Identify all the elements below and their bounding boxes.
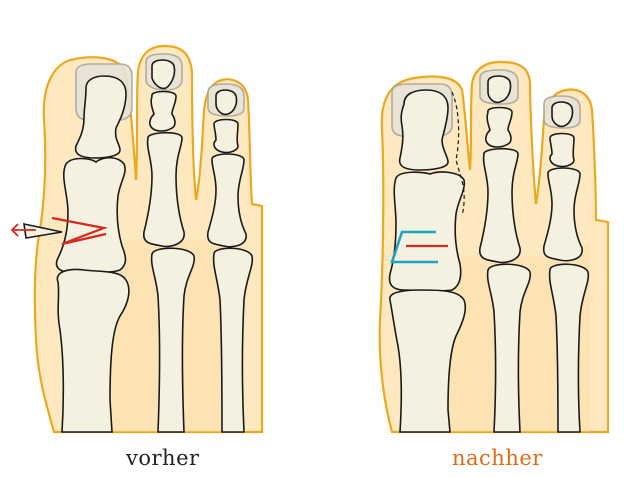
caption-before: vorher xyxy=(126,446,200,470)
third-toe-proximal-after xyxy=(542,167,583,262)
second-toe-distal xyxy=(151,59,176,90)
second-toe-proximal xyxy=(142,131,185,248)
second-toe-middle xyxy=(149,90,177,132)
second-toe-distal-after xyxy=(487,75,512,104)
third-metatarsal-after xyxy=(548,263,590,433)
proximal-phalanx-big-toe xyxy=(55,156,127,274)
second-toe-before xyxy=(142,53,196,433)
second-metatarsal-after xyxy=(486,263,532,433)
big-toe-before xyxy=(55,63,133,433)
second-metatarsal-before xyxy=(150,247,196,433)
osteotomy-cut-line xyxy=(51,216,109,246)
third-toe-distal-after xyxy=(551,101,574,128)
distal-phalanx-big-toe-after xyxy=(398,89,449,171)
distal-phalanx-big-toe xyxy=(74,75,127,159)
third-toe-proximal xyxy=(206,153,247,248)
arrow-left-icon xyxy=(10,223,36,237)
metatarsal-big-toe-after xyxy=(389,289,467,433)
caption-after: nachher xyxy=(452,446,543,470)
third-toe-after xyxy=(542,95,590,433)
second-toe-middle-after xyxy=(485,106,513,148)
wedge-icon xyxy=(23,222,63,239)
third-toe-middle xyxy=(213,118,239,154)
second-toe-proximal-after xyxy=(478,147,521,264)
foot-before-panel xyxy=(10,44,264,434)
foot-after-panel xyxy=(378,60,610,434)
big-toe-after xyxy=(388,83,467,433)
third-toe-middle-after xyxy=(549,132,575,168)
fixation-wire xyxy=(390,230,438,264)
third-toe-distal xyxy=(215,89,238,116)
third-toe-before xyxy=(206,83,254,433)
third-metatarsal-before xyxy=(212,247,254,433)
second-toe-after xyxy=(478,69,532,433)
metatarsal-big-toe xyxy=(56,268,130,433)
